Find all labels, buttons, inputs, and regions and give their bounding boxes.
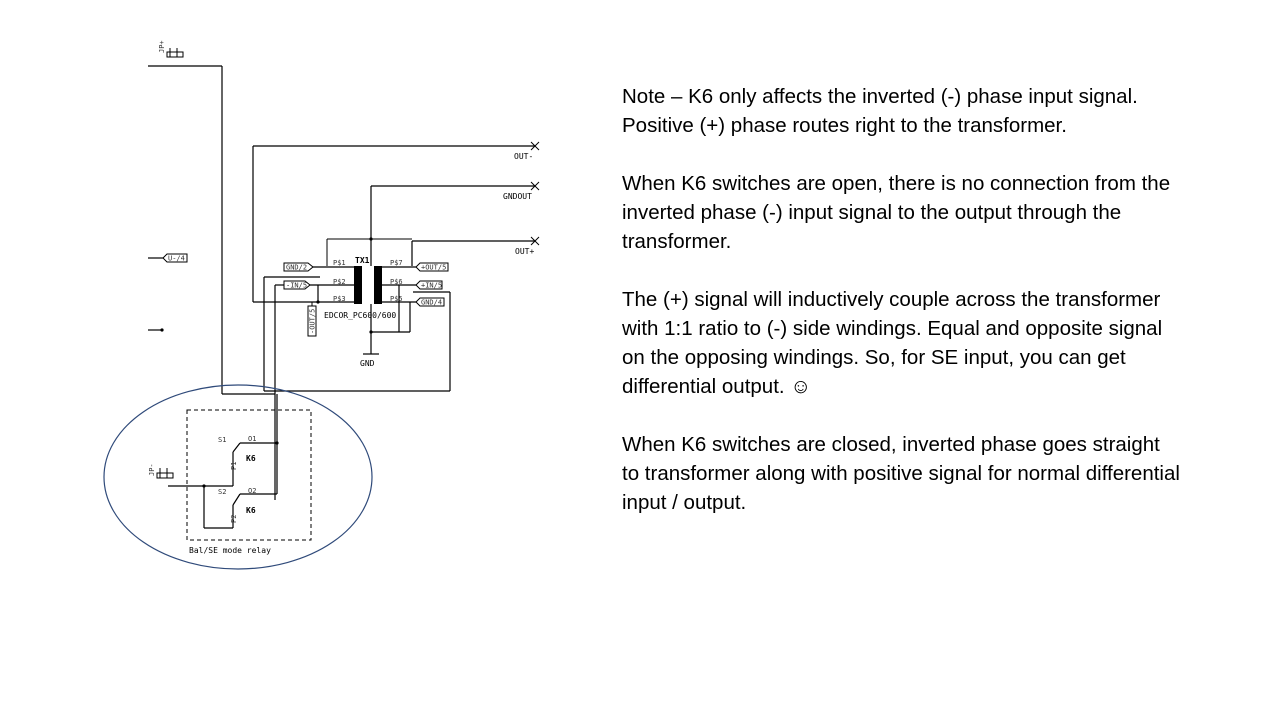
gnd2-tag-icon (283, 262, 314, 272)
jp-plus-connector: JP+ (158, 40, 184, 58)
gnd2-label: GND/2 (286, 264, 307, 272)
p2-label: P2 (230, 515, 238, 523)
ps3-label: P$3 (333, 295, 346, 303)
note-paragraph-1: Note – K6 only affects the inverted (-) … (622, 85, 1138, 137)
jp-minus-connector: JP- (148, 463, 174, 479)
u4-tag-icon (162, 253, 188, 263)
s1-label: S1 (218, 436, 226, 444)
p1-label: P1 (230, 462, 238, 470)
junction-ps3 (316, 300, 320, 304)
ps6-label: P$6 (390, 278, 403, 286)
out-plus-label: OUT+ (515, 247, 534, 256)
out-minus-vert-label: -OUT/5 (309, 309, 317, 334)
junction-jp-minus (202, 484, 206, 488)
out-plus-tag-label: +OUT/5 (421, 264, 446, 272)
in-minus-tag-icon (283, 280, 311, 290)
jp-minus-label: JP- (148, 463, 156, 476)
o2-label: O2 (248, 487, 256, 495)
edcor-label: EDCOR_PC600/600 (324, 311, 396, 320)
note-paragraph-2: When K6 switches are open, there is no c… (622, 172, 1171, 253)
out-plus-terminal-icon (530, 236, 540, 246)
note-paragraph-3: The (+) signal will inductively couple a… (622, 288, 1163, 398)
jp-plus-label: JP+ (158, 40, 166, 53)
in-plus-tag-icon (415, 280, 443, 290)
k6a-label: K6 (246, 454, 256, 463)
note-paragraph-4: When K6 switches are closed, inverted ph… (622, 433, 1180, 514)
in-minus-label: -IN/5 (286, 282, 307, 290)
k6b-label: K6 (246, 506, 256, 515)
junction-gnd (369, 330, 373, 334)
ps2-label: P$2 (333, 278, 346, 286)
ps5-label: P$5 (390, 295, 403, 303)
gnd-label: GND (360, 359, 375, 368)
junction-o1 (275, 441, 279, 445)
switch-k6a-blade-icon (232, 442, 241, 453)
notes-panel: Note – K6 only affects the inverted (-) … (622, 82, 1182, 546)
out-minus-label: OUT- (514, 152, 533, 161)
switch-k6b-blade-icon (232, 493, 241, 506)
s2-label: S2 (218, 488, 226, 496)
ps1-label: P$1 (333, 259, 346, 267)
o1-label: O1 (248, 435, 256, 443)
in-plus-label: +IN/5 (421, 282, 442, 290)
junction-dot (160, 328, 164, 332)
relay-boundary (186, 409, 312, 541)
relay-highlight-ellipse (103, 384, 373, 570)
gndout-terminal-icon (530, 181, 540, 191)
ps7-label: P$7 (390, 259, 403, 267)
gndout-label: GNDOUT (503, 192, 532, 201)
gnd4-label: GND/4 (421, 299, 442, 307)
u4-label: U-/4 (168, 255, 185, 263)
gnd4-tag-icon (415, 297, 445, 307)
out-minus-terminal-icon (530, 141, 540, 151)
transformer-tx1: TX1 P$1 P$2 P$3 P$7 P$6 P$5 EDCOR_PC600/… (324, 237, 412, 320)
tx1-label: TX1 (355, 256, 370, 265)
out-plus-tag-icon (415, 262, 449, 272)
relay-caption: Bal/SE mode relay (189, 546, 271, 555)
